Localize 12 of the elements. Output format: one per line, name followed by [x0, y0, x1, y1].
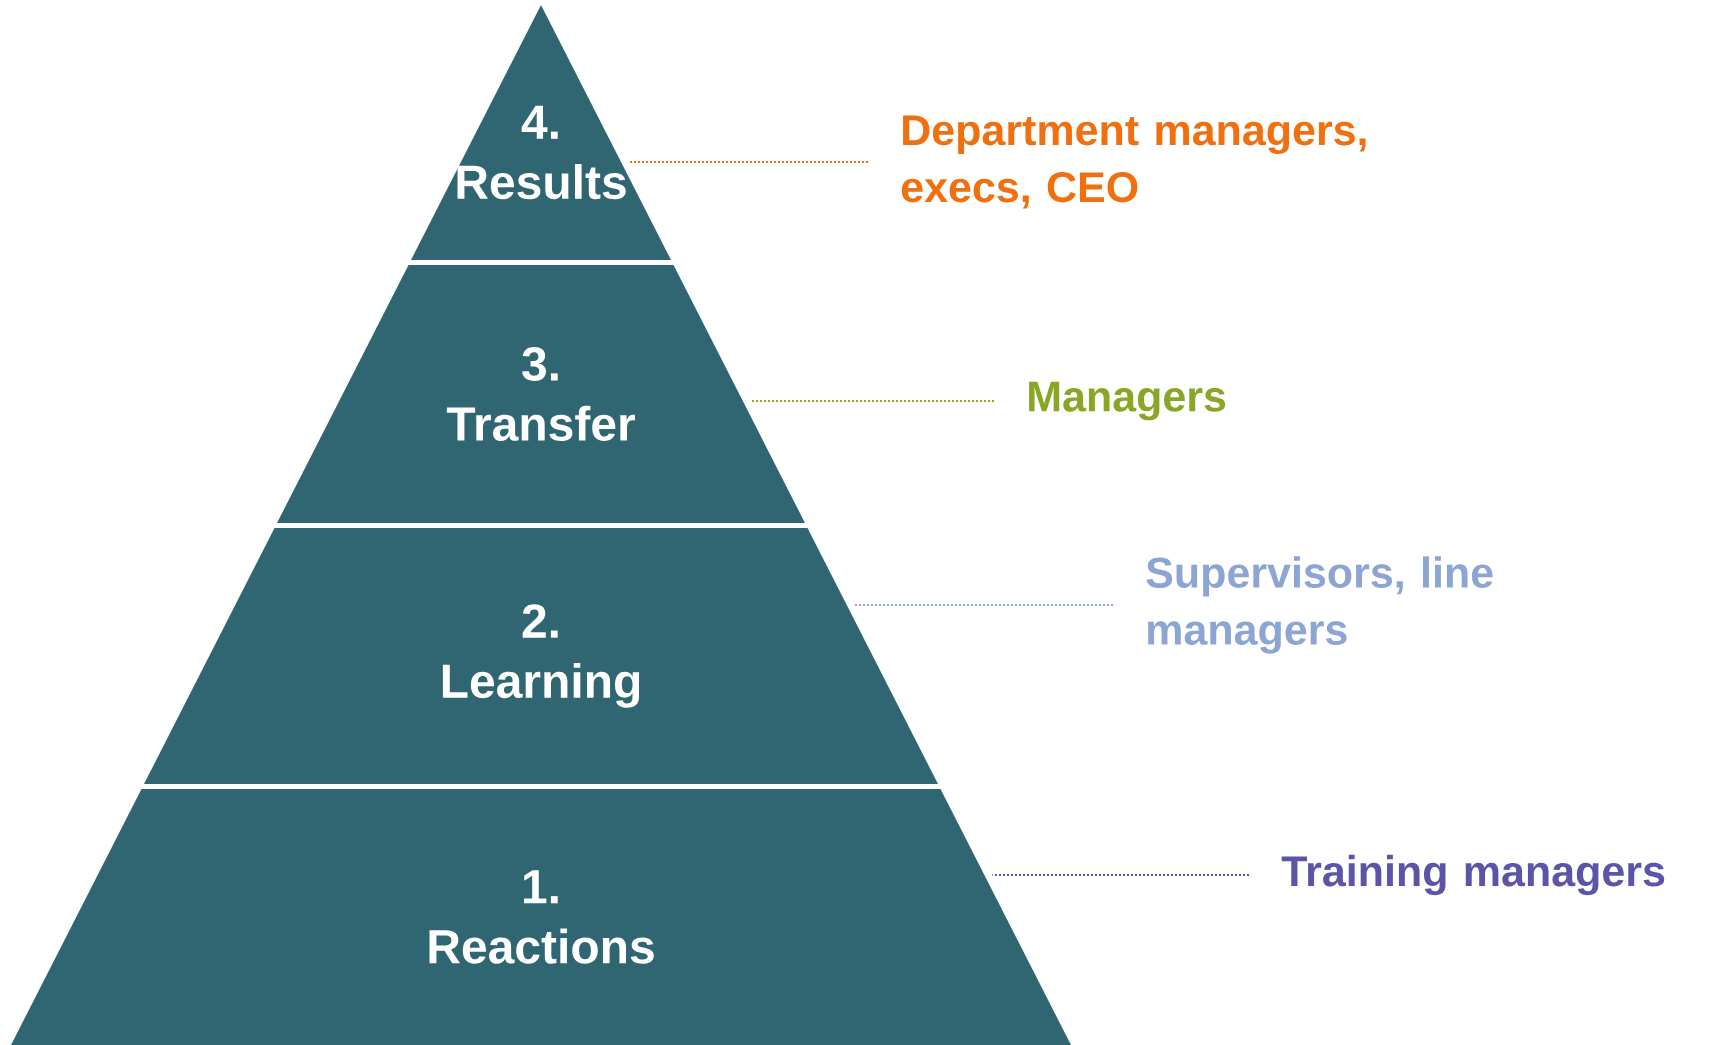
audience-label: Supervisors, line managers — [1146, 556, 1493, 654]
audience-label: Department managers, execs, CEO — [901, 115, 1366, 209]
leader-line — [853, 604, 1114, 606]
pyramid-level: 2. Learning — [144, 528, 938, 784]
pyramid-level: 3. Transfer — [277, 265, 805, 523]
leader-line — [991, 874, 1250, 876]
leader-line — [749, 400, 995, 402]
pyramid-level: 1. Reactions — [11, 789, 1071, 1045]
leader-line — [628, 161, 869, 163]
audience-label: Managers — [1029, 381, 1226, 421]
audience-label: Training managers — [1281, 854, 1665, 896]
pyramid-level: 4. Results — [411, 5, 671, 260]
